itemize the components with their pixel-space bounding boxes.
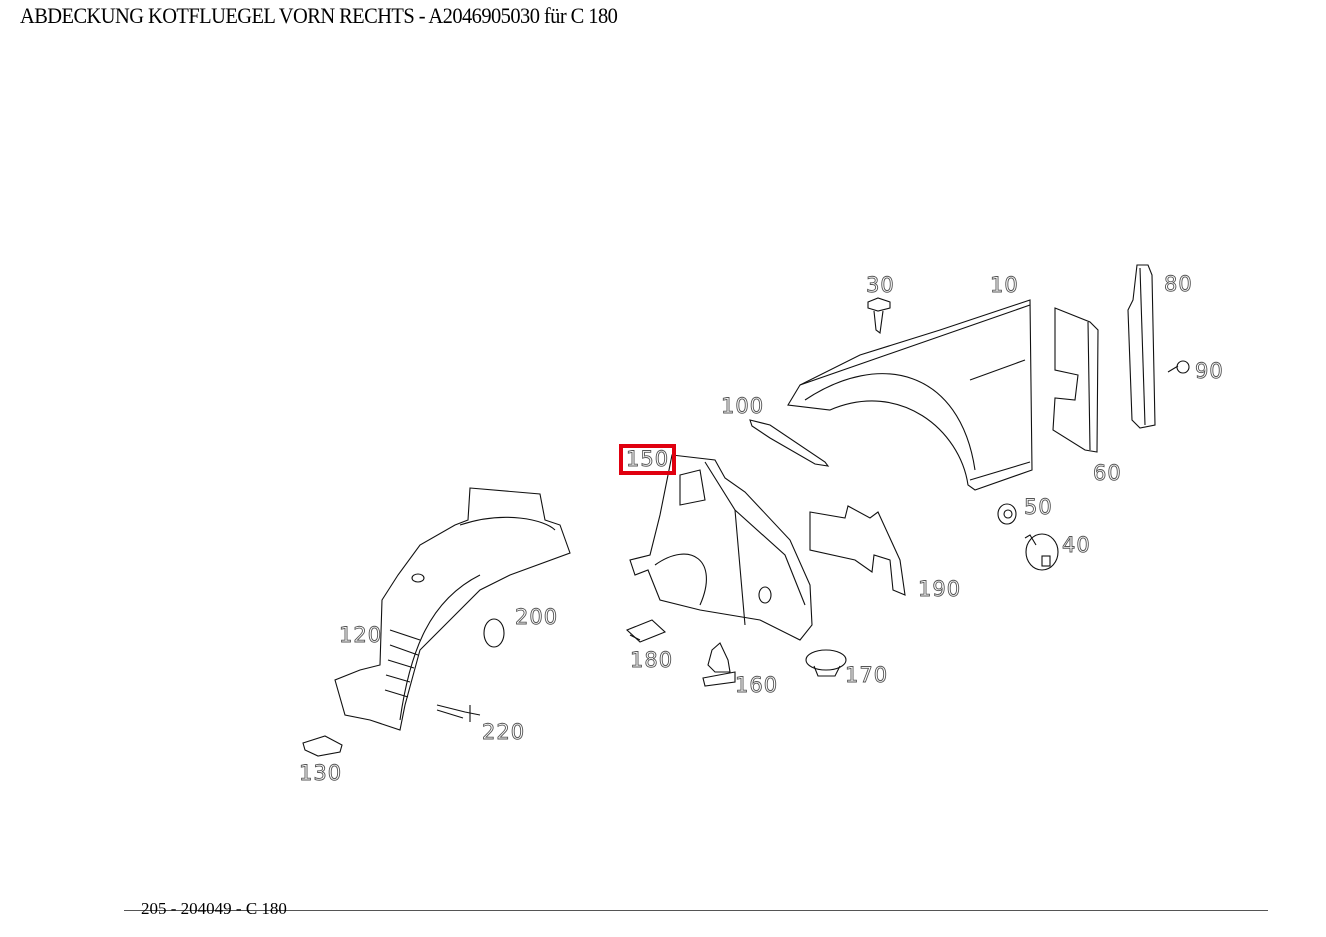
callout-80[interactable]: 80	[1164, 272, 1193, 296]
clip-part-160	[702, 642, 736, 687]
grommet-part-50	[997, 503, 1017, 525]
callout-50[interactable]: 50	[1024, 495, 1053, 519]
callout-180[interactable]: 180	[630, 648, 674, 672]
callout-130[interactable]: 130	[299, 761, 343, 785]
clip-part-90	[1167, 360, 1190, 374]
clip-nut-part-130	[302, 735, 343, 757]
strip-part-100	[749, 419, 830, 467]
callout-90[interactable]: 90	[1195, 359, 1224, 383]
callout-120[interactable]: 120	[339, 623, 383, 647]
bolt-part-30	[867, 297, 891, 335]
wheel-liner-part-150	[629, 454, 813, 641]
rivet-part-220	[436, 704, 481, 722]
callout-30[interactable]: 30	[866, 273, 895, 297]
liner-part-190	[809, 505, 906, 596]
callout-40[interactable]: 40	[1062, 533, 1091, 557]
page-title: ABDECKUNG KOTFLUEGEL VORN RECHTS - A2046…	[20, 3, 618, 28]
clip-nut-part-180	[625, 619, 667, 643]
cap-part-170	[805, 649, 847, 677]
callout-220[interactable]: 220	[482, 720, 526, 744]
bracket-part-80	[1127, 264, 1156, 429]
panel-part-60	[1052, 307, 1099, 453]
callout-170[interactable]: 170	[845, 663, 889, 687]
footer-model-label: 205 - 204049 - C 180	[141, 899, 287, 918]
clip-part-200	[483, 618, 505, 648]
footer-divider	[124, 910, 1268, 911]
callout-60[interactable]: 60	[1093, 461, 1122, 485]
fastener-part-40	[1024, 533, 1059, 571]
fender-part-10	[787, 299, 1033, 491]
callout-100[interactable]: 100	[721, 394, 765, 418]
wheel-liner-part-120	[334, 487, 571, 731]
callout-200[interactable]: 200	[515, 605, 559, 629]
callout-150[interactable]: 150	[618, 444, 677, 475]
callout-190[interactable]: 190	[918, 577, 962, 601]
callout-10[interactable]: 10	[990, 273, 1019, 297]
callout-160[interactable]: 160	[735, 673, 779, 697]
